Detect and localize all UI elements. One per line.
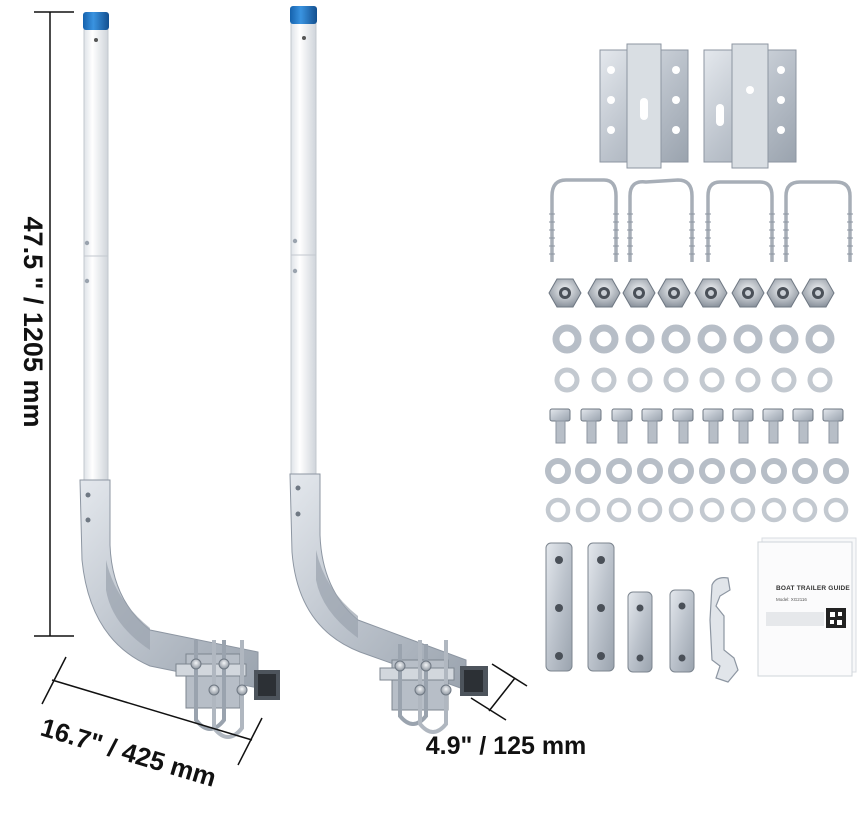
hex-bolt-icon bbox=[822, 408, 844, 444]
guide-pole-left bbox=[79, 12, 280, 739]
hex-bolts-row bbox=[549, 408, 844, 444]
connector-sleeve-short-icon bbox=[627, 591, 653, 673]
connector-sleeve-icon bbox=[545, 542, 573, 672]
washer-icon bbox=[697, 324, 727, 354]
lock-nut-icon bbox=[622, 278, 656, 308]
hex-bolt-icon bbox=[611, 408, 633, 444]
washer-icon bbox=[606, 497, 632, 523]
lock-nut-icon bbox=[801, 278, 835, 308]
hex-bolt-icon bbox=[641, 408, 663, 444]
mounting-bracket-icon bbox=[703, 43, 797, 169]
washer-icon bbox=[792, 458, 818, 484]
washer-icon bbox=[637, 497, 663, 523]
height-dimension: 47.5 " / 1205 mm bbox=[18, 11, 74, 637]
lock-nut-icon bbox=[548, 278, 582, 308]
washers-row bbox=[545, 458, 849, 484]
washer-icon bbox=[554, 367, 580, 393]
washer-icon bbox=[735, 367, 761, 393]
washer-icon bbox=[575, 497, 601, 523]
washer-icon bbox=[761, 458, 787, 484]
washer-icon bbox=[823, 497, 849, 523]
lock-nut-icon bbox=[657, 278, 691, 308]
mounting-bracket-icon bbox=[599, 43, 689, 169]
washer-icon bbox=[591, 367, 617, 393]
manual-booklet-icon bbox=[757, 537, 857, 677]
washer-icon bbox=[805, 324, 835, 354]
lock-nut-icon bbox=[694, 278, 728, 308]
lock-nut-icon bbox=[766, 278, 800, 308]
washer-icon bbox=[769, 324, 799, 354]
washer-icon bbox=[792, 497, 818, 523]
height-label: 47.5 " / 1205 mm bbox=[18, 217, 48, 428]
lock-nut-icon bbox=[731, 278, 765, 308]
manual-title: BOAT TRAILER GUIDE bbox=[776, 585, 850, 592]
washer-icon bbox=[663, 367, 689, 393]
washer-icon bbox=[627, 367, 653, 393]
washer-icon bbox=[668, 458, 694, 484]
hex-bolt-icon bbox=[702, 408, 724, 444]
washer-icon bbox=[545, 497, 571, 523]
washer-icon bbox=[699, 367, 725, 393]
washer-icon bbox=[668, 497, 694, 523]
washer-icon bbox=[730, 497, 756, 523]
washer-icon bbox=[771, 367, 797, 393]
washer-icon bbox=[552, 324, 582, 354]
guide-pole-right bbox=[289, 6, 488, 734]
u-bolt-icon bbox=[550, 178, 852, 262]
washer-icon bbox=[545, 458, 571, 484]
washers-row bbox=[552, 324, 835, 354]
washer-icon bbox=[625, 324, 655, 354]
washer-icon bbox=[823, 458, 849, 484]
washer-icon bbox=[606, 458, 632, 484]
hex-bolt-icon bbox=[732, 408, 754, 444]
washer-icon bbox=[761, 497, 787, 523]
connector-sleeve-icon bbox=[587, 542, 615, 672]
hex-bolt-icon bbox=[762, 408, 784, 444]
hex-bolt-icon bbox=[580, 408, 602, 444]
washer-icon bbox=[807, 367, 833, 393]
wrench-icon bbox=[709, 577, 739, 683]
washer-icon bbox=[637, 458, 663, 484]
washers-row bbox=[545, 497, 849, 523]
u-bolt-mounted-icon bbox=[398, 640, 448, 734]
washer-icon bbox=[730, 458, 756, 484]
washer-icon bbox=[575, 458, 601, 484]
hex-bolt-icon bbox=[792, 408, 814, 444]
washer-icon bbox=[733, 324, 763, 354]
lock-nut-icon bbox=[587, 278, 621, 308]
hex-bolt-icon bbox=[549, 408, 571, 444]
washers-row bbox=[554, 367, 833, 393]
width-dimension: 4.9" / 125 mm bbox=[426, 663, 587, 760]
length-label: 16.7" / 425 mm bbox=[37, 712, 219, 793]
width-label: 4.9" / 125 mm bbox=[426, 732, 587, 760]
hex-bolt-icon bbox=[672, 408, 694, 444]
lock-nuts-row bbox=[548, 278, 835, 308]
washer-icon bbox=[699, 497, 725, 523]
pole-cap-icon bbox=[83, 12, 109, 30]
washer-icon bbox=[661, 324, 691, 354]
connector-sleeve-short-icon bbox=[669, 589, 695, 673]
pole-cap-icon bbox=[290, 6, 317, 24]
qr-code-icon bbox=[826, 608, 846, 628]
washer-icon bbox=[699, 458, 725, 484]
manual-model: Model: XG2116 bbox=[776, 597, 807, 602]
washer-icon bbox=[589, 324, 619, 354]
